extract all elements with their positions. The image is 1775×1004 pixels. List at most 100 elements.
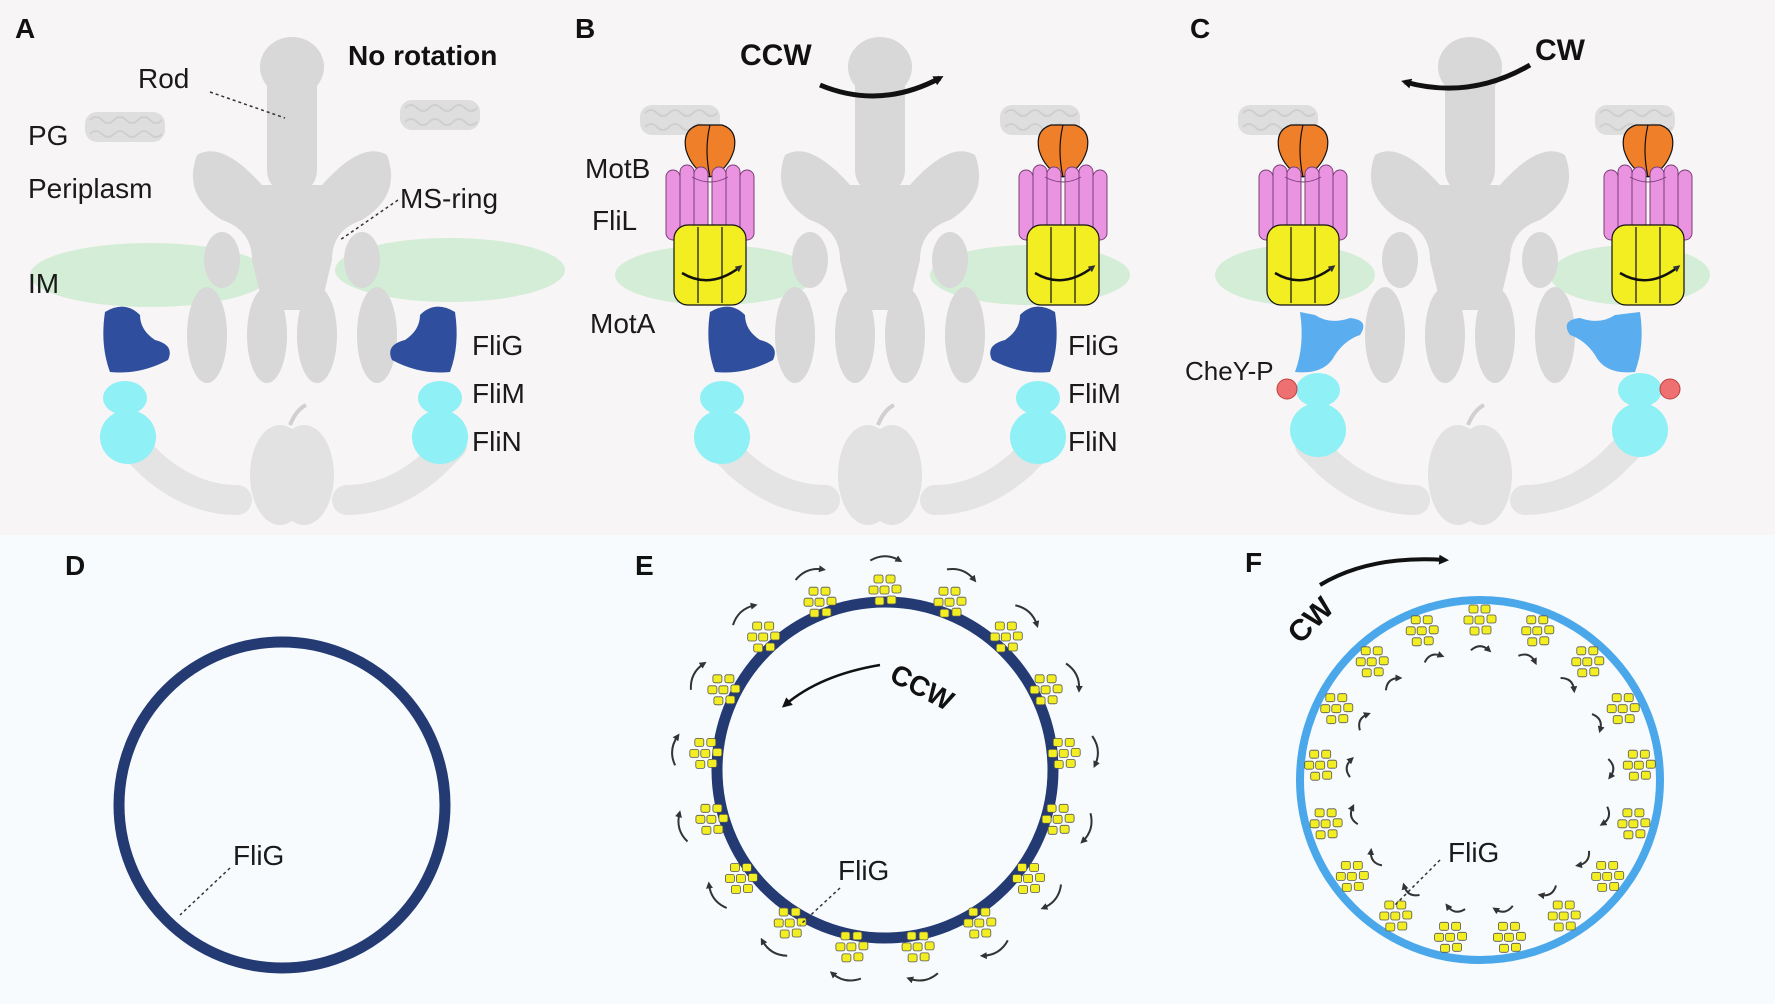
f-rotation-arrow-9 [1492,905,1514,915]
leader-flig-f [1394,859,1441,906]
label-rod: Rod [138,63,189,94]
cw-arrow-f [1318,554,1449,587]
e-rotation-arrow-5 [1091,735,1100,769]
e-rotation-arrow-8 [979,939,1009,960]
label-flig-d: FliG [233,840,284,871]
e-rotation-arrow-13 [675,810,689,843]
panel-c: C CW CheY-P [1185,13,1710,525]
f-rotation-arrow-4 [1591,713,1605,734]
e-rotation-arrow-17 [794,565,826,581]
flig-left-c [1295,312,1364,373]
flim-left-b [700,381,744,415]
pg-right [399,99,481,131]
f-rotation-arrow-13 [1347,804,1359,826]
e-rotation-arrow-15 [689,661,707,690]
label-flig-b: FliG [1068,330,1119,361]
panel-a-letter: A [15,13,35,44]
stator-ring-f [1304,604,1656,953]
flig-left-b [708,306,775,373]
ccw-arrow-b [819,75,944,99]
f-rotation-arrow-12 [1367,847,1383,867]
flig-right-c [1566,312,1642,373]
f-rotation-arrow-8 [1537,885,1557,900]
flin-left-c [1290,403,1346,457]
f-rotation-arrow-1 [1470,645,1492,653]
f-rotation-arrow-7 [1575,850,1591,869]
f-rotation-arrow-11 [1401,882,1420,897]
cw-arrow-c [1401,62,1532,91]
flim-right-a [418,381,462,415]
panel-d: D FliG [65,550,451,974]
title-no-rotation: No rotation [348,40,497,71]
flin-left-b [694,410,750,464]
e-rotation-arrow-2 [946,567,977,583]
flig-right-b [990,306,1057,373]
f-rotation-arrow-3 [1560,677,1578,694]
flin-right-b [1010,410,1066,464]
flig-ring-d [113,636,451,974]
e-rotation-arrow-4 [1065,662,1083,693]
label-cw-c: CW [1535,34,1586,67]
label-flin-a: FliN [472,426,522,457]
flig-ring-e [711,596,1059,944]
e-rotation-arrow-12 [705,881,728,909]
label-flig-a: FliG [472,330,523,361]
e-rotation-arrow-16 [732,602,758,626]
label-chey-p: CheY-P [1185,356,1274,386]
panel-e-letter: E [635,550,654,581]
pg-left [84,111,166,143]
stator-ring-e [671,555,1100,984]
im-right [335,238,565,302]
chey-p-left [1276,378,1298,400]
label-pg: PG [28,120,68,151]
flig-left-a [103,306,170,373]
flim-left-c [1296,373,1340,407]
label-flig-f: FliG [1448,837,1499,868]
label-flin-b: FliN [1068,426,1118,457]
label-flig-e: FliG [838,855,889,886]
panel-d-letter: D [65,550,85,581]
flin-right-c [1612,403,1668,457]
flig-right-a [390,306,457,373]
label-motb: MotB [585,153,650,184]
f-rotation-arrow-17 [1423,651,1445,663]
e-rotation-arrow-10 [829,971,862,982]
flim-right-b [1016,381,1060,415]
label-flim-a: FliM [472,378,525,409]
flin-right-a [412,410,468,464]
e-rotation-arrow-11 [760,937,788,957]
label-ms-ring: MS-ring [400,183,498,214]
panel-c-letter: C [1190,13,1210,44]
f-rotation-arrow-16 [1384,674,1403,691]
leader-rod [209,91,286,119]
flin-left-a [100,410,156,464]
label-flil: FliL [592,205,637,236]
ccw-arrow-e [781,663,881,708]
flim-left-a [103,381,147,415]
e-rotation-arrow-1 [869,555,903,563]
e-rotation-arrow-7 [1040,884,1062,910]
panel-f-letter: F [1245,547,1262,578]
f-rotation-arrow-14 [1345,756,1354,778]
chey-p-right [1659,378,1681,400]
flig-ring-f [1296,596,1664,964]
f-rotation-arrow-5 [1607,758,1616,780]
f-rotation-arrow-6 [1599,806,1611,826]
bottom-row-background [0,535,1775,1004]
label-flim-b: FliM [1068,378,1121,409]
e-rotation-arrow-3 [1015,604,1040,628]
flim-right-c [1618,373,1662,407]
label-im: IM [28,268,59,299]
f-rotation-arrow-15 [1358,712,1371,731]
panel-a: A No rotation Rod PG Periplasm MS-ring I… [15,13,565,525]
panel-b-letter: B [575,13,595,44]
panel-b: B CCW MotB FliL MotA FliG FliM FliN [575,13,1130,525]
label-ccw-b: CCW [740,39,812,72]
e-rotation-arrow-14 [671,733,680,766]
label-mota: MotA [590,308,656,339]
f-rotation-arrow-2 [1518,653,1537,666]
e-rotation-arrow-9 [906,972,939,984]
f-rotation-arrow-10 [1445,903,1466,913]
label-periplasm: Periplasm [28,173,152,204]
